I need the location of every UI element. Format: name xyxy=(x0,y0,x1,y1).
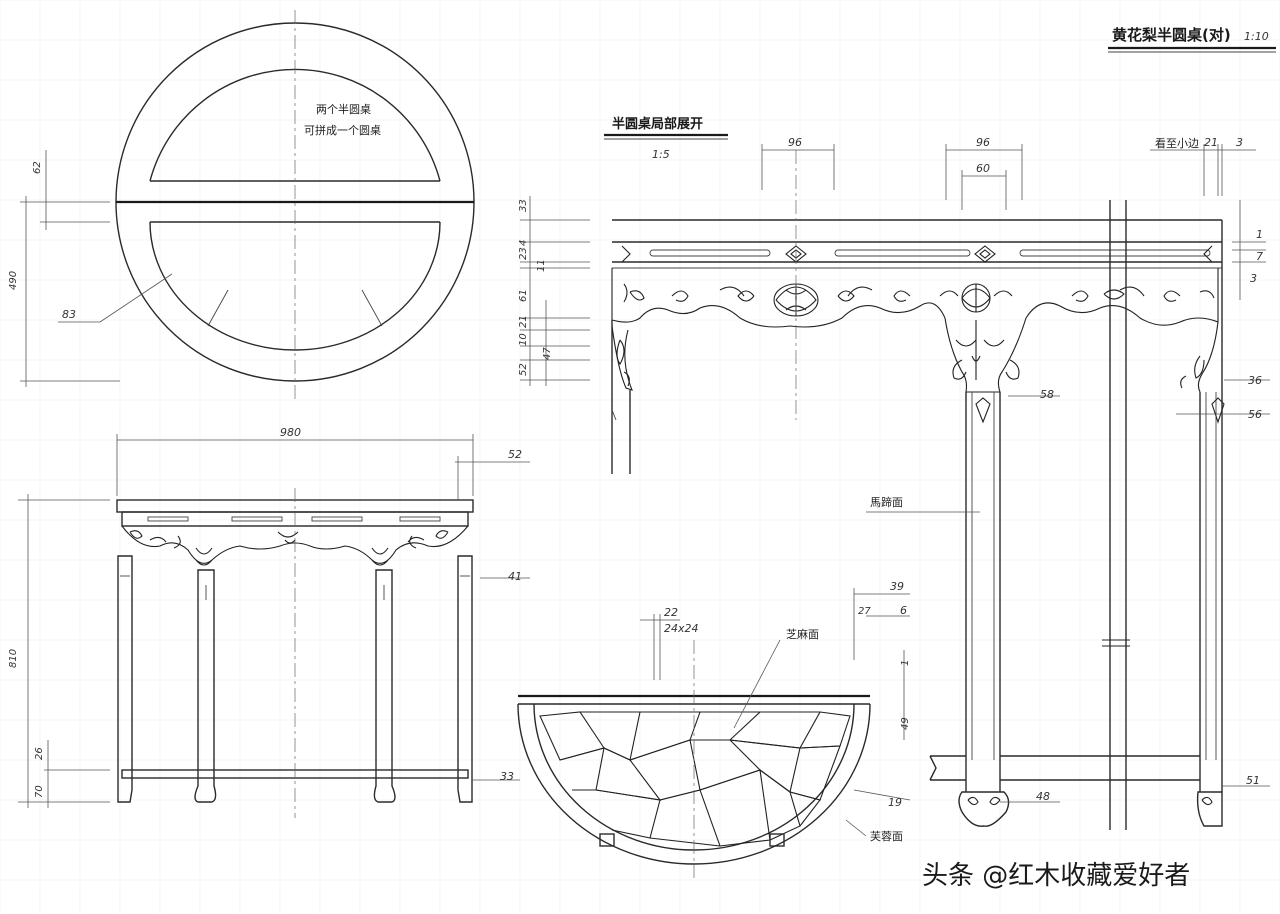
dim-sec-22: 22 xyxy=(664,606,678,619)
dim-plan-490: 490 xyxy=(8,271,19,290)
dim-front-33: 33 xyxy=(500,770,514,783)
dim-sec-24x24: 24x24 xyxy=(664,622,699,635)
dim-det-21: 21 xyxy=(1204,136,1218,149)
dim-det-3: 3 xyxy=(1236,136,1243,149)
dim-det-58: 58 xyxy=(1040,388,1054,401)
dim-sec-49: 49 xyxy=(900,717,911,730)
dim-det-60: 60 xyxy=(976,162,990,175)
dim-front-52: 52 xyxy=(508,448,522,461)
plan-view: 两个半圆桌 可拼成一个圆桌 490 62 83 xyxy=(8,10,475,400)
plan-note-2: 可拼成一个圆桌 xyxy=(304,123,381,137)
dim-det-36: 36 xyxy=(1248,374,1262,387)
dim-det-21b: 21 xyxy=(518,315,529,328)
dim-sec-1: 1 xyxy=(900,660,911,666)
title-text: 黄花梨半圆桌(对) xyxy=(1112,26,1231,44)
dim-front-70: 70 xyxy=(34,785,45,798)
dim-det-3b: 3 xyxy=(1250,272,1257,285)
dim-det-96a: 96 xyxy=(788,136,802,149)
dim-sec-27: 27 xyxy=(858,606,871,617)
detail-title-text: 半圆桌局部展开 xyxy=(612,116,703,132)
top-note: 看至小边 xyxy=(1155,136,1199,150)
dim-det-51: 51 xyxy=(1246,774,1260,787)
front-elevation: 980 52 41 810 26 70 33 xyxy=(8,426,530,818)
dim-det-33: 33 xyxy=(518,199,529,212)
apron-face-label: 芙蓉面 xyxy=(870,829,903,843)
dim-det-11: 11 xyxy=(536,259,547,272)
dim-det-61: 61 xyxy=(518,289,529,302)
dim-front-980: 980 xyxy=(280,426,301,439)
dim-det-23: 23 xyxy=(518,247,529,260)
dim-det-4: 4 xyxy=(518,240,529,246)
dim-det-1: 1 xyxy=(1256,228,1263,241)
dim-front-26: 26 xyxy=(34,747,45,760)
dim-det-10: 10 xyxy=(518,333,529,346)
detail-title-scale: 1:5 xyxy=(652,148,670,161)
drawing-title: 黄花梨半圆桌(对) 1:10 xyxy=(1108,26,1276,53)
dim-det-7: 7 xyxy=(1256,250,1263,263)
dim-det-47: 47 xyxy=(542,347,553,360)
section-view: 22 24x24 芝麻面 39 27 6 1 49 19 芙蓉面 xyxy=(517,580,911,878)
dim-plan-83: 83 xyxy=(62,308,76,321)
dim-front-810: 810 xyxy=(8,649,19,668)
dim-det-96b: 96 xyxy=(976,136,990,149)
dim-det-56: 56 xyxy=(1248,408,1262,421)
title-scale: 1:10 xyxy=(1244,30,1269,43)
detail-elevation: 半圆桌局部展开 1:5 xyxy=(518,116,1270,830)
plan-note-1: 两个半圆桌 xyxy=(316,102,371,116)
dim-plan-62: 62 xyxy=(32,161,43,174)
dim-front-41: 41 xyxy=(508,570,522,583)
dim-sec-19: 19 xyxy=(888,796,902,809)
leg-section-label: 馬蹄面 xyxy=(870,495,903,509)
dim-det-52: 52 xyxy=(518,363,529,376)
dim-sec-39: 39 xyxy=(890,580,904,593)
dim-det-48: 48 xyxy=(1036,790,1050,803)
watermark: 头条 @红木收藏爱好者 xyxy=(922,861,1190,891)
stretcher-section-label: 芝麻面 xyxy=(786,627,819,641)
dim-sec-6: 6 xyxy=(900,604,907,617)
